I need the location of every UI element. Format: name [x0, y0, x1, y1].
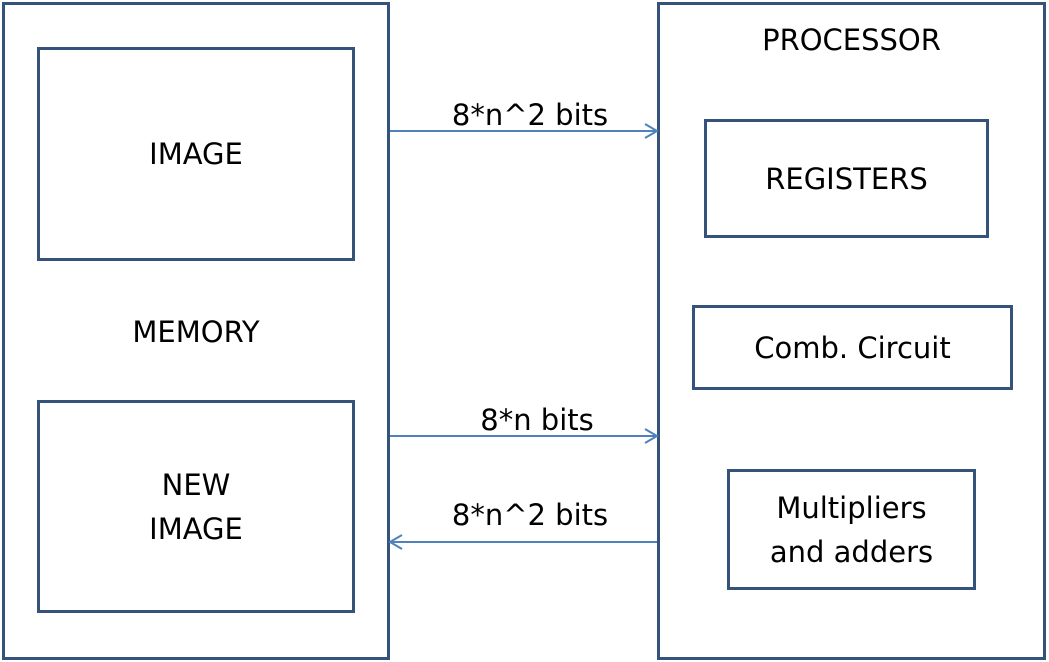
- new-image-block: NEW IMAGE: [37, 400, 355, 613]
- arrow-processor-to-memory-bottom: [388, 534, 657, 550]
- registers-block: REGISTERS: [704, 119, 989, 238]
- processor-label: PROCESSOR: [762, 23, 941, 57]
- multipliers-label-line1: Multipliers: [776, 490, 927, 525]
- multipliers-label-line2: and adders: [769, 534, 934, 569]
- comb-circuit-label: Comb. Circuit: [754, 330, 951, 365]
- registers-label: REGISTERS: [765, 161, 928, 196]
- arrow-memory-to-processor-middle: [390, 428, 659, 444]
- image-block: IMAGE: [37, 47, 355, 261]
- connection-label-bottom: 8*n^2 bits: [451, 498, 609, 532]
- new-image-label-line1: NEW: [161, 467, 231, 502]
- comb-circuit-block: Comb. Circuit: [692, 305, 1013, 390]
- connection-label-top: 8*n^2 bits: [451, 98, 609, 132]
- image-label: IMAGE: [149, 137, 243, 171]
- memory-label: MEMORY: [132, 315, 260, 349]
- arrow-memory-to-processor-top: [390, 123, 659, 139]
- connection-label-middle: 8*n bits: [480, 403, 594, 437]
- multipliers-adders-block: Multipliers and adders: [727, 469, 976, 590]
- new-image-label-line2: IMAGE: [149, 511, 243, 546]
